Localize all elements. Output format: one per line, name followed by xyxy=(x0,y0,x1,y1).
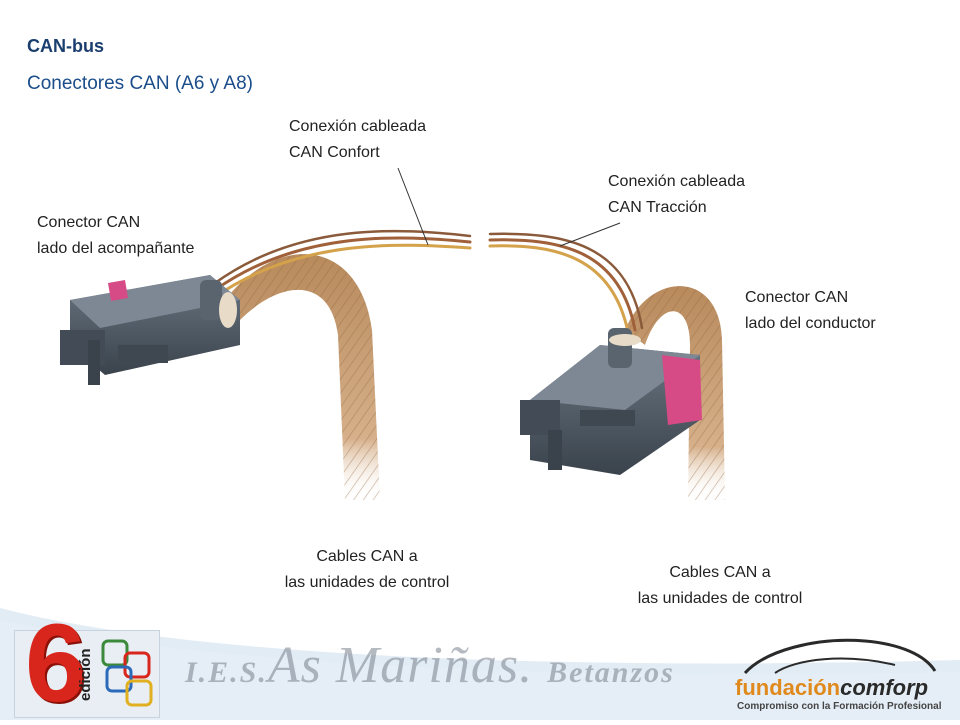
foundation-name-part1: fundación xyxy=(735,675,841,700)
label-can-confort: Conexión cableada CAN Confort xyxy=(289,114,426,166)
connector-driver-side xyxy=(520,328,702,475)
car-silhouette-icon xyxy=(743,638,937,675)
label-cables-right: Cables CAN a las unidades de control xyxy=(608,560,832,612)
can-connectors-illustration xyxy=(60,167,725,500)
school-name: As Mariñas. xyxy=(267,637,534,694)
label-connector-driver-line2: lado del conductor xyxy=(745,315,876,332)
label-can-confort-line2: CAN Confort xyxy=(289,144,380,161)
school-city: Betanzos xyxy=(547,656,675,689)
slide-subtitle: Conectores CAN (A6 y A8) xyxy=(27,73,253,94)
label-cables-left-line2: las unidades de control xyxy=(284,574,450,591)
connector-passenger-side xyxy=(60,275,240,385)
sixth-edition-logo: 6 edición xyxy=(14,609,160,719)
label-can-traccion-line2: CAN Tracción xyxy=(608,199,707,216)
wire-break-gap xyxy=(472,226,488,256)
edition-squares-icon xyxy=(101,639,153,707)
label-cables-right-line1: Cables CAN a xyxy=(669,564,771,581)
latch-pink-left xyxy=(108,280,128,301)
label-can-traccion: Conexión cableada CAN Tracción xyxy=(608,169,745,221)
label-cables-left-line1: Cables CAN a xyxy=(316,548,418,565)
latch-pink-right xyxy=(662,355,702,425)
footer-sweep xyxy=(0,608,960,720)
label-can-confort-line1: Conexión cableada xyxy=(289,118,426,135)
label-connector-passenger-line1: Conector CAN xyxy=(37,214,141,231)
label-can-traccion-line1: Conexión cableada xyxy=(608,173,745,190)
foundation-name-part2: comforp xyxy=(840,675,929,700)
edition-number: 6 xyxy=(25,602,87,725)
left-cable-bundle xyxy=(225,254,380,500)
twisted-wires xyxy=(213,229,644,334)
label-cables-left: Cables CAN a las unidades de control xyxy=(255,544,479,596)
label-connector-passenger-line2: lado del acompañante xyxy=(37,240,195,257)
foundation-logo: fundacióncomforp Compromiso con la Forma… xyxy=(735,633,945,715)
edition-word: edición xyxy=(77,648,94,701)
slide-title: CAN-bus xyxy=(27,36,104,56)
school-watermark: I.E.S.As Mariñas. Betanzos xyxy=(185,636,675,695)
label-cables-right-line2: las unidades de control xyxy=(637,590,803,607)
label-connector-driver: Conector CAN lado del conductor xyxy=(745,285,876,337)
label-connector-driver-line1: Conector CAN xyxy=(745,289,849,306)
leader-line-traccion xyxy=(559,222,621,247)
right-cable-bundle xyxy=(625,286,725,500)
school-prefix: I.E.S. xyxy=(185,656,268,689)
leader-line-confort xyxy=(397,167,429,246)
foundation-tagline: Compromiso con la Formación Profesional xyxy=(737,701,942,712)
foundation-name: fundacióncomforp xyxy=(735,675,928,701)
label-connector-passenger: Conector CAN lado del acompañante xyxy=(37,210,194,262)
